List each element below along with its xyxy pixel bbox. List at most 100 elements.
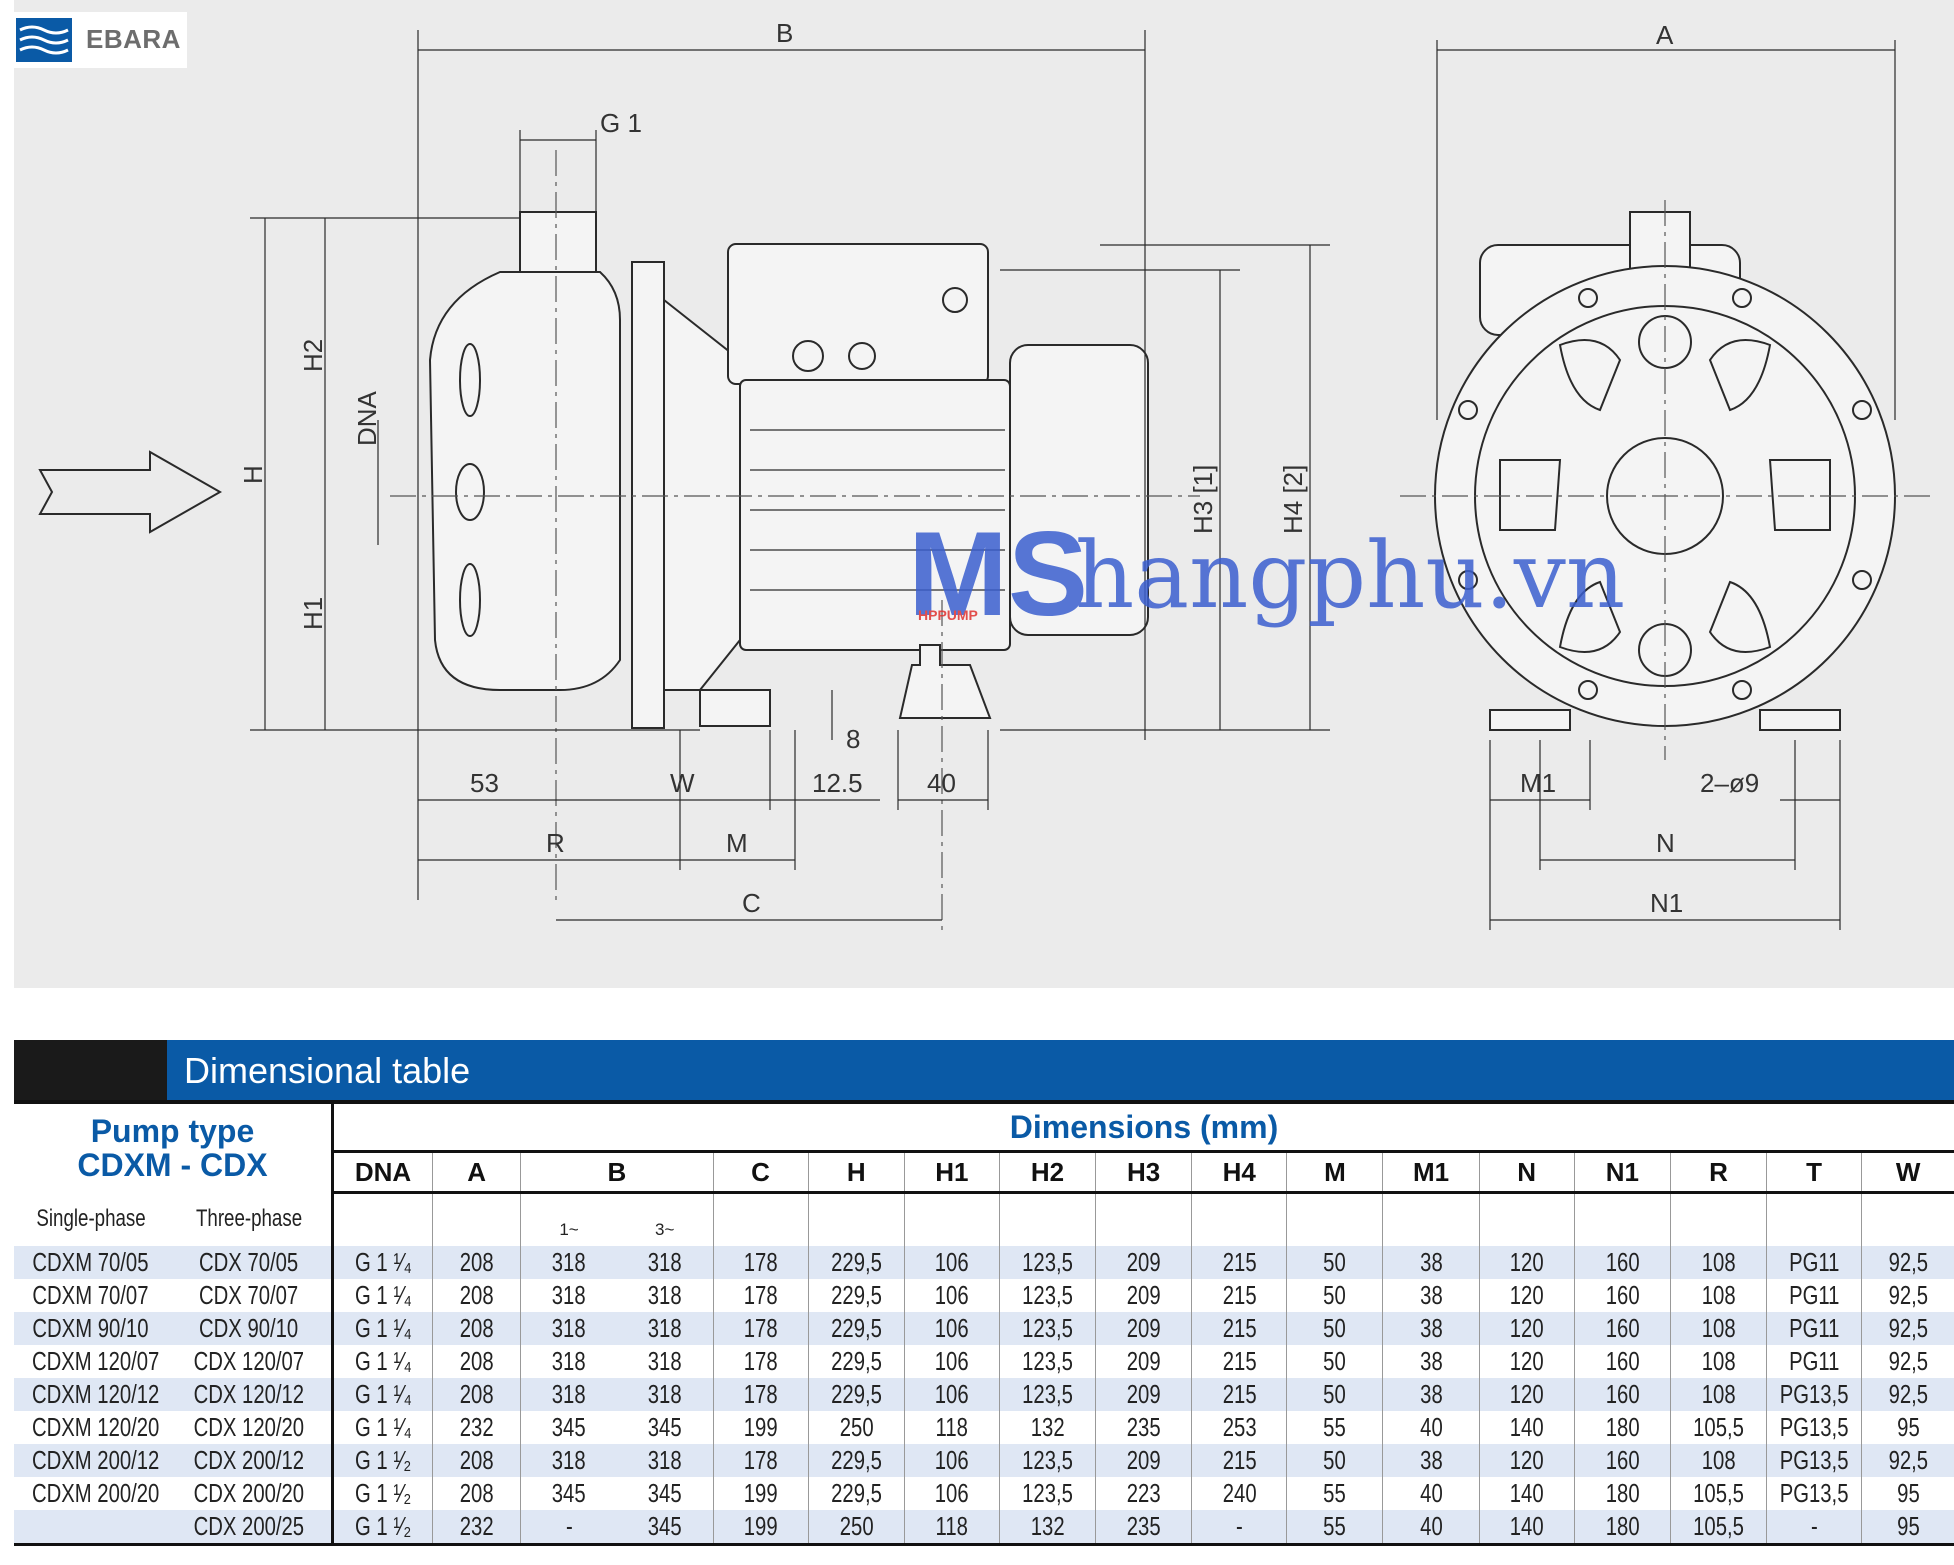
table-cell: 38	[1382, 1378, 1480, 1411]
table-cell: 318	[616, 1378, 713, 1411]
table-cell: 92,5	[1861, 1279, 1954, 1312]
table-cell: CDXM 120/20	[14, 1411, 167, 1444]
table-cell: 209	[1095, 1312, 1192, 1345]
single-phase-label: Single-phase	[35, 1205, 146, 1233]
table-cell: 208	[432, 1345, 521, 1378]
table-cell: 120	[1478, 1246, 1575, 1279]
cell-value: CDXM 70/07	[32, 1280, 149, 1310]
cell-value: 55	[1323, 1478, 1347, 1508]
table-cell: 178	[712, 1246, 809, 1279]
cell-value: 160	[1605, 1313, 1640, 1343]
cell-value: 160	[1605, 1280, 1640, 1310]
cell-value: 160	[1605, 1346, 1640, 1376]
cell-value: 345	[647, 1412, 682, 1442]
cell-value: 345	[647, 1478, 682, 1508]
table-cell: 50	[1286, 1345, 1383, 1378]
dim-label-M: M	[726, 828, 748, 858]
cell-value: 38	[1419, 1379, 1443, 1409]
cell-value: 38	[1419, 1313, 1443, 1343]
table-cell: 55	[1286, 1510, 1383, 1545]
table-cell: 229,5	[807, 1378, 905, 1411]
cell-value: 209	[1126, 1280, 1161, 1310]
table-cell: 160	[1573, 1312, 1671, 1345]
table-cell: 55	[1286, 1477, 1383, 1510]
dim-label-DNA: DNA	[352, 390, 382, 446]
cell-value: 178	[743, 1313, 778, 1343]
dim-label-H2: H2	[298, 339, 328, 372]
cell-value: PG11	[1788, 1313, 1840, 1343]
dimensions-header: Dimensions (mm)	[332, 1102, 1954, 1153]
table-cell: G 1 ¹⁄₂	[331, 1510, 433, 1545]
cell-value: PG13,5	[1779, 1445, 1849, 1475]
cell-value: 108	[1701, 1346, 1736, 1376]
table-cell: 40	[1382, 1477, 1480, 1510]
table-cell: 318	[616, 1312, 713, 1345]
sub-empty	[807, 1192, 905, 1246]
cell-value: 120	[1509, 1445, 1544, 1475]
cell-value: 92,5	[1888, 1280, 1928, 1310]
cell-value: CDX 70/07	[199, 1280, 299, 1310]
cell-value: 55	[1323, 1412, 1347, 1442]
sub-empty	[712, 1192, 809, 1246]
table-cell: 106	[903, 1312, 1000, 1345]
cell-value: 318	[647, 1313, 682, 1343]
sub-empty	[903, 1192, 1000, 1246]
table-cell: 95	[1861, 1510, 1954, 1545]
cell-value: 132	[1030, 1511, 1065, 1541]
cell-value: CDXM 120/12	[31, 1379, 160, 1409]
table-cell: 318	[520, 1378, 617, 1411]
table-cell: 229,5	[807, 1345, 905, 1378]
cell-value: 50	[1323, 1247, 1347, 1277]
table-cell: 318	[520, 1312, 617, 1345]
cell-value: 209	[1126, 1379, 1161, 1409]
dim-label-H4: H4 [2]	[1278, 465, 1308, 534]
dim-label-C: C	[742, 888, 761, 918]
table-cell: 106	[903, 1378, 1000, 1411]
cell-value: 229,5	[830, 1346, 882, 1376]
table-cell: 229,5	[807, 1444, 905, 1477]
cell-value: CDXM 70/05	[32, 1247, 149, 1277]
dim-label-A: A	[1656, 20, 1674, 50]
cell-value: 318	[552, 1445, 586, 1475]
table-cell: 345	[520, 1411, 617, 1444]
table-cell: 208	[432, 1246, 521, 1279]
table-cell: 105,5	[1669, 1411, 1767, 1444]
table-cell: PG13,5	[1766, 1411, 1862, 1444]
table-cell: PG11	[1766, 1345, 1862, 1378]
cell-value: 50	[1323, 1313, 1347, 1343]
table-cell: 208	[432, 1312, 521, 1345]
cell-value: 105,5	[1693, 1511, 1744, 1541]
table-title: Dimensional table	[184, 1050, 471, 1091]
table-cell: 120	[1478, 1312, 1575, 1345]
table-cell: 215	[1191, 1378, 1287, 1411]
table-cell: CDX 120/07	[167, 1345, 334, 1378]
cell-value: 123,5	[1022, 1379, 1073, 1409]
table-cell: G 1 ¹⁄₂	[331, 1444, 433, 1477]
table-cell: CDXM 200/12	[14, 1444, 168, 1477]
cell-value: 180	[1605, 1478, 1640, 1508]
table-cell: 106	[903, 1279, 1000, 1312]
cell-value: 140	[1509, 1412, 1544, 1442]
cell-value: CDX 200/12	[193, 1445, 305, 1475]
technical-drawing: B G 1 H2 H H1 DNA H3 [1] H4 [2] 53 W 12.…	[38, 18, 1930, 930]
cell-value: -	[565, 1511, 573, 1541]
cell-value: 50	[1323, 1379, 1347, 1409]
table-cell: 108	[1669, 1246, 1767, 1279]
table-cell: 95	[1861, 1477, 1954, 1510]
table-cell: CDX 120/20	[167, 1411, 334, 1444]
table-cell: 215	[1191, 1444, 1287, 1477]
dimensional-table: Dimensional table Pump type CDXM - CDX D…	[14, 1040, 1954, 1546]
sub-empty	[1478, 1192, 1575, 1246]
table-cell: -	[1766, 1510, 1862, 1545]
cell-value: 318	[552, 1247, 586, 1277]
cell-value: 318	[647, 1346, 682, 1376]
table-cell: 92,5	[1861, 1312, 1954, 1345]
table-cell: 209	[1095, 1246, 1192, 1279]
table-cell: 318	[617, 1345, 713, 1378]
cell-value: 106	[934, 1478, 969, 1508]
table-cell: -	[1191, 1510, 1287, 1545]
table-cell: CDX 120/12	[167, 1378, 334, 1411]
cell-value: 140	[1509, 1478, 1544, 1508]
